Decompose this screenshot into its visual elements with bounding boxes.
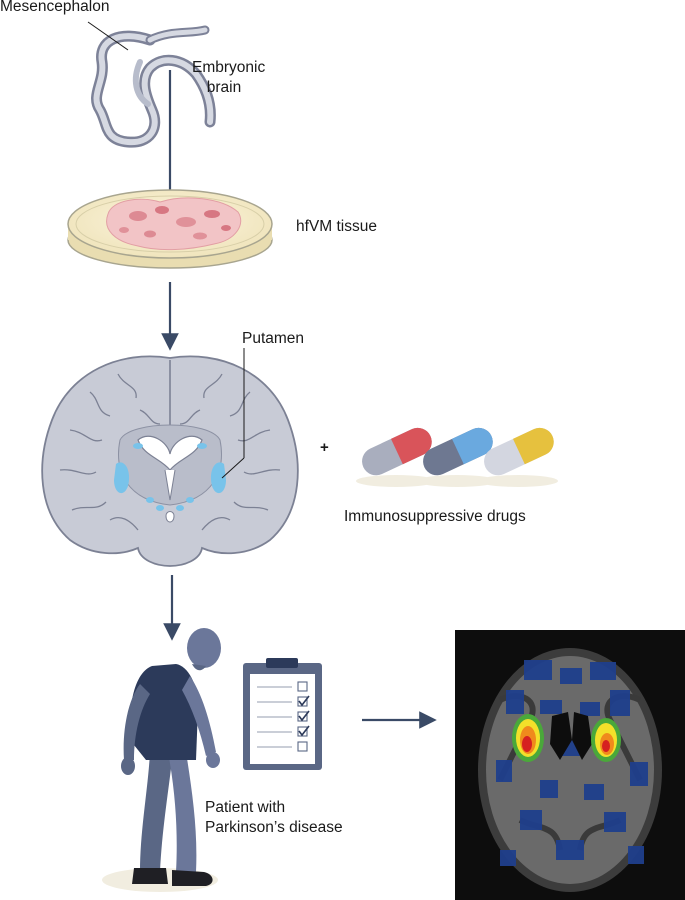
- putamen-hotspots: [512, 714, 621, 762]
- check-mark-icon: [298, 695, 310, 707]
- plus-sign: +: [320, 439, 329, 456]
- checklist-row: [257, 725, 310, 737]
- checkbox-checked-icon: [297, 711, 308, 722]
- patient-figure: [102, 628, 221, 892]
- clipboard-checklist-icon: [243, 658, 322, 770]
- putamen-left: [114, 462, 130, 494]
- pill-2-icon: [417, 427, 497, 487]
- brain-scan-image: [455, 630, 685, 900]
- label-mesencephalon: Mesencephalon: [0, 0, 110, 15]
- label-patient: Patient with Parkinson’s disease: [205, 798, 343, 838]
- putamen-right: [210, 462, 226, 494]
- checklist-row: [257, 681, 308, 692]
- checkbox-checked-icon: [297, 726, 308, 737]
- pill-3-icon: [478, 427, 558, 487]
- check-mark-icon: [298, 710, 310, 722]
- pill-1-icon: [356, 427, 436, 487]
- label-patient-line1: Patient with: [205, 799, 286, 816]
- checklist-row: [257, 695, 310, 707]
- check-mark-icon: [298, 725, 310, 737]
- label-embryonic-brain: Embryonic brain: [192, 58, 266, 98]
- coronal-brain-section: [41, 348, 299, 567]
- label-embryonic-brain-line2: brain: [206, 79, 242, 96]
- checklist-row: [257, 710, 310, 722]
- petri-dish-icon: [67, 189, 273, 269]
- label-patient-line2: Parkinson’s disease: [205, 819, 343, 836]
- label-embryonic-brain-line1: Embryonic: [192, 59, 266, 76]
- label-immunosuppressive-drugs: Immunosuppressive drugs: [344, 508, 526, 525]
- hfvm-tissue: [106, 197, 242, 251]
- label-hfvm-tissue: hfVM tissue: [296, 218, 377, 235]
- checkbox-empty-icon: [297, 741, 308, 752]
- checklist-row: [257, 741, 308, 752]
- embryonic-brain-illustration: [87, 21, 216, 148]
- checkbox-checked-icon: [297, 696, 308, 707]
- checkbox-empty-icon: [297, 681, 308, 692]
- label-putamen: Putamen: [242, 330, 305, 347]
